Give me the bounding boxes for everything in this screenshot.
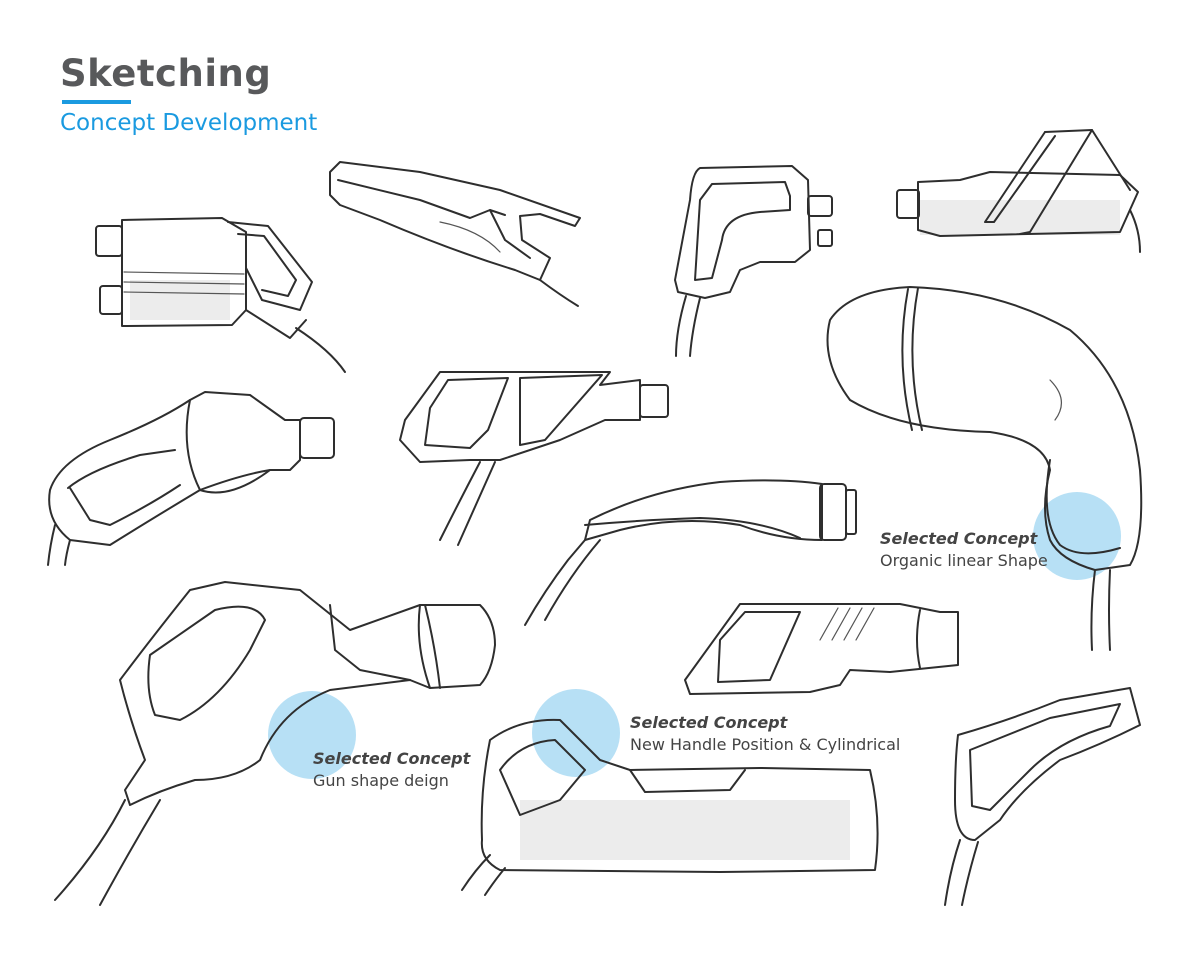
highlight-circle-cylindrical	[532, 689, 620, 777]
sketch-connector-hook	[944, 687, 1141, 906]
sketch-connector-curved	[47, 391, 335, 566]
annotation-caption: Gun shape deign	[313, 771, 449, 790]
sketch-connector-window	[399, 371, 669, 546]
highlight-circle-gun	[268, 691, 356, 779]
sketch-connector-angled	[896, 129, 1141, 253]
sketch-connector-cylindrical	[461, 718, 879, 896]
sketch-connector-gun	[54, 581, 496, 906]
sketch-connector-sleek	[524, 479, 857, 626]
sketch-connector-slim	[329, 161, 581, 307]
page-title: Sketching	[60, 52, 272, 95]
sketch-connector-organic	[826, 286, 1143, 651]
sketch-connector-l-shape	[674, 165, 833, 357]
annotation-caption: Organic linear Shape	[880, 551, 1048, 570]
annotation-heading: Selected Concept	[630, 713, 788, 732]
sketch-connector-vented	[684, 603, 959, 695]
highlight-circle-organic	[1033, 492, 1121, 580]
annotation-heading: Selected Concept	[313, 749, 471, 768]
annotation-gun: Selected Concept Gun shape deign	[313, 748, 470, 792]
annotation-heading: Selected Concept	[880, 529, 1038, 548]
annotation-cylindrical: Selected Concept New Handle Position & C…	[630, 712, 900, 756]
page-subtitle: Concept Development	[60, 110, 318, 136]
annotation-caption: New Handle Position & Cylindrical	[630, 735, 901, 754]
title-underline	[62, 100, 131, 104]
annotation-organic: Selected Concept Organic linear Shape	[880, 528, 1048, 572]
sketch-connector-boxy	[95, 217, 346, 373]
